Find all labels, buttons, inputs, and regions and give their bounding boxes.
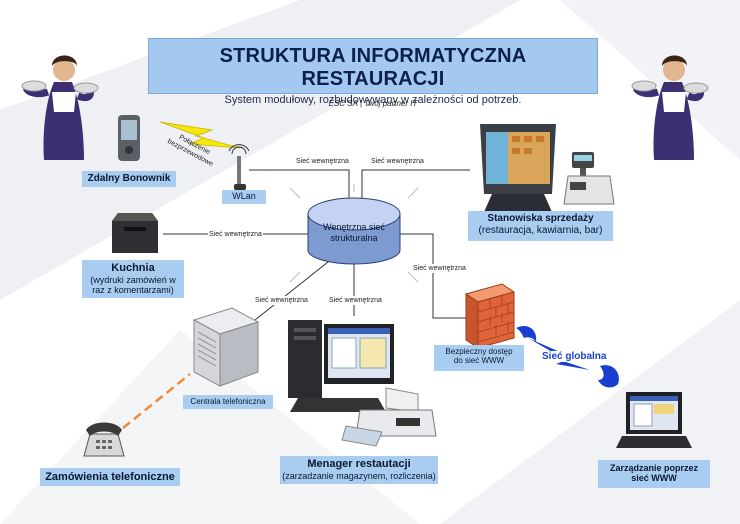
edge-label-kuchnia-hub: Sieć wewnętrzna [208, 230, 263, 239]
stanowiska-subtitle: (restauracja, kawiarnia, bar) [478, 224, 603, 236]
stanowiska-title: Stanowiska sprzedaży [487, 213, 594, 224]
centrala-label: Centrala telefoniczna [183, 395, 273, 409]
zarzadzanie-line2: sieć WWW [631, 473, 677, 484]
edge-label-menager-hub: Sieć wewnętrzna [328, 296, 383, 305]
zarzadzanie-label: Zarządzanie poprzez sieć WWW [598, 460, 710, 488]
stanowiska-label: Stanowiska sprzedaży (restauracja, kawia… [468, 211, 613, 241]
wlan-label: WLan [222, 190, 266, 204]
kuchnia-subtitle-line1: (wydruki zamówień w [90, 274, 176, 285]
partner-tagline: ESC SA | Twój partner IT [328, 99, 418, 108]
bezpieczny-line1: Bezpieczny dostęp [445, 347, 513, 356]
hub-label-line1: Wenętrzna sieć [323, 222, 385, 232]
kuchnia-subtitle-line2: raz z komentarzami) [92, 284, 174, 295]
global-link-label: Sieć globalna [540, 351, 609, 362]
edge-label-firewall-hub: Sieć wewnętrzna [412, 264, 467, 273]
menager-label: Menager restautacji (zarzadzanie magazyn… [280, 456, 438, 484]
title-box: STRUKTURA INFORMATYCZNA RESTAURACJI Syst… [148, 38, 598, 106]
zarzadzanie-line1: Zarządzanie poprzez [609, 463, 699, 473]
kuchnia-label: Kuchnia (wydruki zamówień w raz z koment… [82, 260, 184, 298]
bezpieczny-line2: do sieć WWW [453, 356, 505, 366]
edge-label-stanowiska-hub: Sieć wewnętrzna [370, 157, 425, 166]
menager-subtitle: (zarzadzanie magazynem, rozliczenia) [282, 470, 436, 481]
page-title: STRUKTURA INFORMATYCZNA RESTAURACJI [219, 45, 527, 90]
hub-label: Wenętrzna sieć strukturalna [308, 222, 400, 244]
menager-title: Menager restautacji [307, 458, 411, 470]
kuchnia-title: Kuchnia [111, 262, 155, 274]
zdalny-bonownik-label: Zdalny Bonownik [82, 171, 176, 187]
hub-label-line2: strukturalna [330, 233, 378, 243]
edge-label-wlan-hub: Sieć wewnętrzna [295, 157, 350, 166]
zamowienia-label: Zamówienia telefoniczne [40, 468, 180, 486]
bezpieczny-label: Bezpieczny dostęp do sieć WWW [434, 345, 524, 371]
edge-label-centrala-hub: Sieć wewnętrzna [254, 296, 309, 305]
page-subtitle: System modułowy, rozbudowywany w zależno… [224, 94, 522, 106]
